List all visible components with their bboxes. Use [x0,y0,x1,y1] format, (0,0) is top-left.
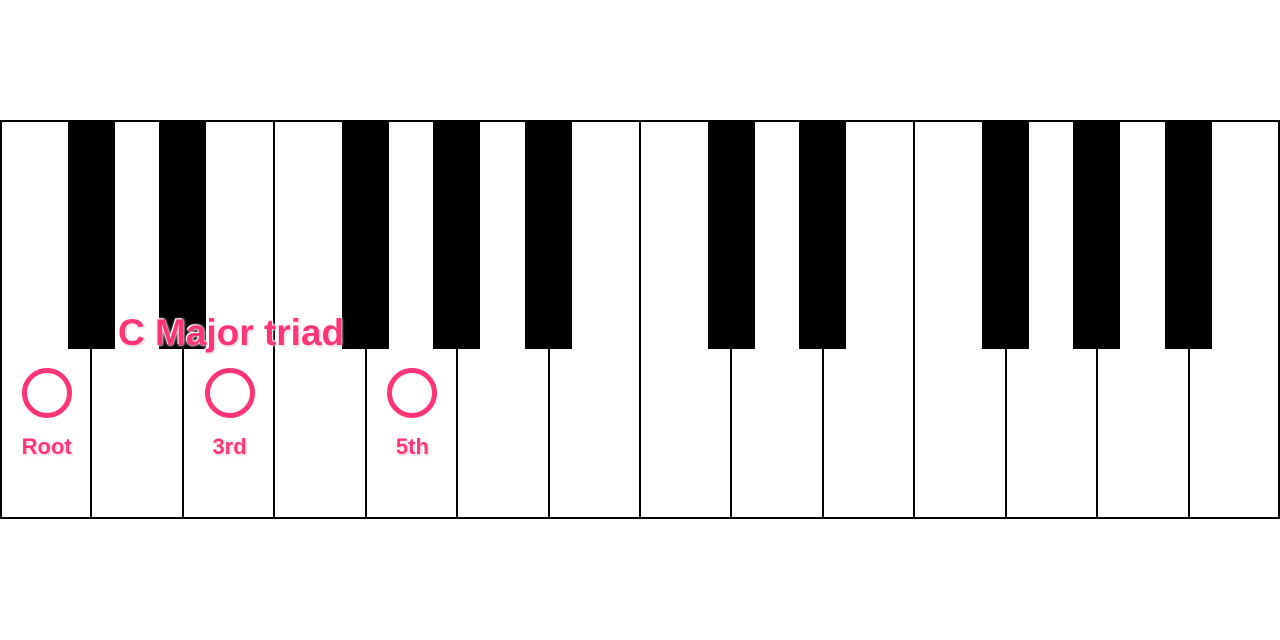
note-label-3rd: 3rd [212,434,247,459]
note-marker-5th [387,368,438,418]
black-key [1073,120,1121,349]
note-label-root: Root [21,434,72,459]
black-key [981,120,1029,349]
key-separator [364,349,367,519]
key-separator [821,349,824,519]
key-separator [1187,349,1190,519]
note-label-5th: 5th [395,434,429,459]
black-key [707,120,755,349]
key-separator [547,349,550,519]
black-key [433,120,481,349]
key-separator [181,349,184,519]
note-marker-3rd [204,368,255,418]
key-separator [90,349,93,519]
key-separator [639,120,641,519]
key-separator [273,120,276,519]
black-key [159,120,206,349]
key-separator [730,349,733,519]
key-separator [456,349,459,519]
key-separator [913,120,916,519]
piano-keyboard [0,120,1280,519]
chord-title: C Major triad [118,312,345,353]
note-marker-root [21,368,72,418]
key-separator [1096,349,1099,519]
black-key [524,120,572,349]
black-key [341,120,389,349]
black-key [799,120,846,349]
black-key [1164,120,1212,349]
key-separator [1004,349,1007,519]
black-key [67,120,115,349]
